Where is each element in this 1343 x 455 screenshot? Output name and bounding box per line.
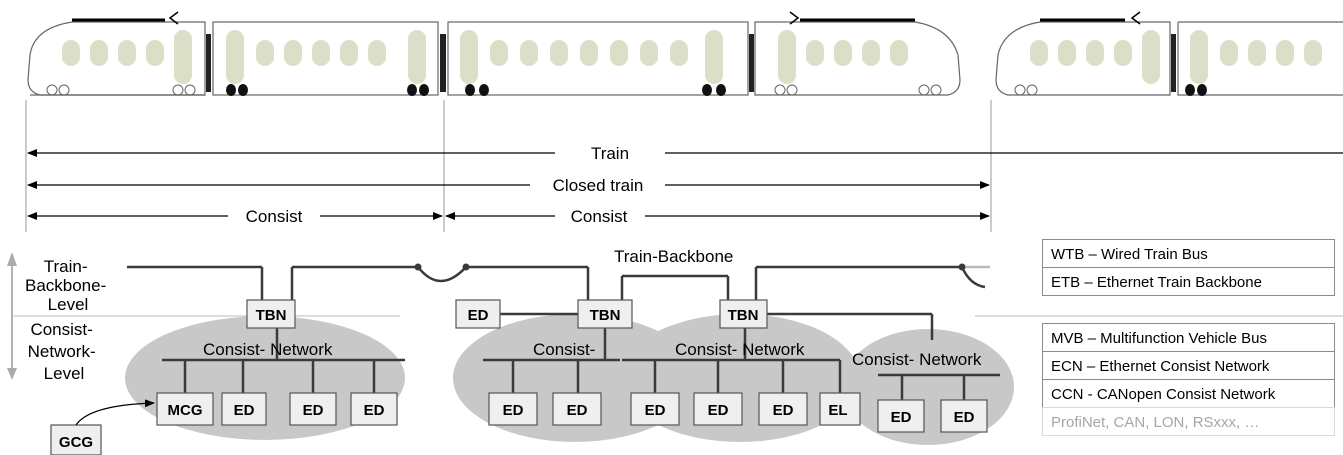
consist-network-label-2: Consist- bbox=[533, 340, 595, 359]
ed-node-6 bbox=[630, 392, 680, 426]
consist-level-label: Consist- Network- Level bbox=[28, 320, 101, 383]
train-backbone bbox=[127, 265, 986, 300]
train-windows bbox=[62, 30, 1322, 84]
tbn-node-2 bbox=[577, 299, 633, 329]
ed-node-4 bbox=[488, 392, 538, 426]
legend-item-ccn: CCN - CANopen Consist Network bbox=[1042, 379, 1335, 408]
span-markers bbox=[25, 100, 992, 232]
consist-buses bbox=[162, 312, 1000, 400]
mcg-node bbox=[156, 392, 214, 426]
ed-label-9: EL bbox=[828, 402, 847, 419]
tbn-node-3 bbox=[719, 299, 768, 329]
ed-label-3: ED bbox=[364, 402, 385, 419]
tbn-label-1: TBN bbox=[256, 307, 287, 324]
span-train-label: Train bbox=[591, 144, 629, 163]
legend-item-etb: ETB – Ethernet Train Backbone bbox=[1042, 267, 1335, 296]
ed-node-7 bbox=[693, 392, 743, 426]
ed-node-10 bbox=[877, 399, 925, 433]
span-closed-train-label: Closed train bbox=[553, 176, 644, 195]
train-wheels bbox=[46, 84, 1207, 96]
span-consist-label-2: Consist bbox=[571, 207, 628, 226]
train-car-3 bbox=[447, 21, 749, 96]
consist-network-label-1: Consist- Network bbox=[203, 340, 333, 359]
tbn-node-1 bbox=[246, 299, 296, 329]
ed-label-4: ED bbox=[503, 402, 524, 419]
consist-network-label-3: Consist- Network bbox=[675, 340, 805, 359]
ed-label-6: ED bbox=[645, 402, 666, 419]
mcg-label: MCG bbox=[168, 402, 203, 419]
ed-node-5 bbox=[552, 392, 602, 426]
nodes bbox=[50, 299, 988, 455]
backbone-level-label: Train- Backbone- Level bbox=[25, 257, 111, 314]
ed-node-11 bbox=[940, 399, 988, 433]
train-car-2 bbox=[212, 21, 439, 96]
ed-node-2 bbox=[289, 392, 337, 426]
ed-label-1: ED bbox=[234, 402, 255, 419]
gcg-label: GCG bbox=[59, 434, 93, 451]
ed-node-1 bbox=[221, 392, 267, 426]
span-consist-label-1: Consist bbox=[246, 207, 303, 226]
ed-node-8 bbox=[758, 392, 808, 426]
legend-item-mvb: MVB – Multifunction Vehicle Bus bbox=[1042, 323, 1335, 352]
ed-label-10: ED bbox=[891, 409, 912, 426]
ed-label-8: ED bbox=[773, 402, 794, 419]
ed-label-2: ED bbox=[303, 402, 324, 419]
consist-network-label-4: Consist- Network bbox=[852, 350, 982, 369]
gcg-mcg-link bbox=[75, 399, 155, 426]
legend-backbone: WTB – Wired Train Bus ETB – Ethernet Tra… bbox=[1042, 239, 1335, 296]
train-car-5 bbox=[995, 11, 1171, 96]
legend-consist: MVB – Multifunction Vehicle Bus ECN – Et… bbox=[1042, 323, 1335, 436]
ed-label-backbone: ED bbox=[468, 307, 489, 324]
ed-node-3 bbox=[350, 392, 398, 426]
tbn-label-3: TBN bbox=[728, 307, 759, 324]
node-labels: TBN TBN TBN ED MCG ED ED ED ED ED ED ED … bbox=[59, 307, 975, 451]
legend-item-other: ProfiNet, CAN, LON, RSxxx, … bbox=[1042, 407, 1335, 436]
ed-label-5: ED bbox=[567, 402, 588, 419]
span-arrows bbox=[27, 149, 1343, 220]
legend-item-wtb: WTB – Wired Train Bus bbox=[1042, 239, 1335, 268]
ed-label-7: ED bbox=[708, 402, 729, 419]
gcg-node bbox=[50, 424, 102, 455]
train-illustration bbox=[27, 11, 1343, 96]
train-car-6 bbox=[1177, 21, 1343, 96]
ed-node-backbone bbox=[455, 299, 501, 329]
ed-label-11: ED bbox=[954, 409, 975, 426]
level-axis bbox=[7, 252, 1343, 380]
tbn-label-2: TBN bbox=[590, 307, 621, 324]
ed-node-9 bbox=[819, 392, 861, 426]
backbone-joints bbox=[414, 263, 966, 271]
legend-item-ecn: ECN – Ethernet Consist Network bbox=[1042, 351, 1335, 380]
train-backbone-label: Train-Backbone bbox=[614, 247, 733, 266]
train-car-4 bbox=[754, 11, 961, 96]
